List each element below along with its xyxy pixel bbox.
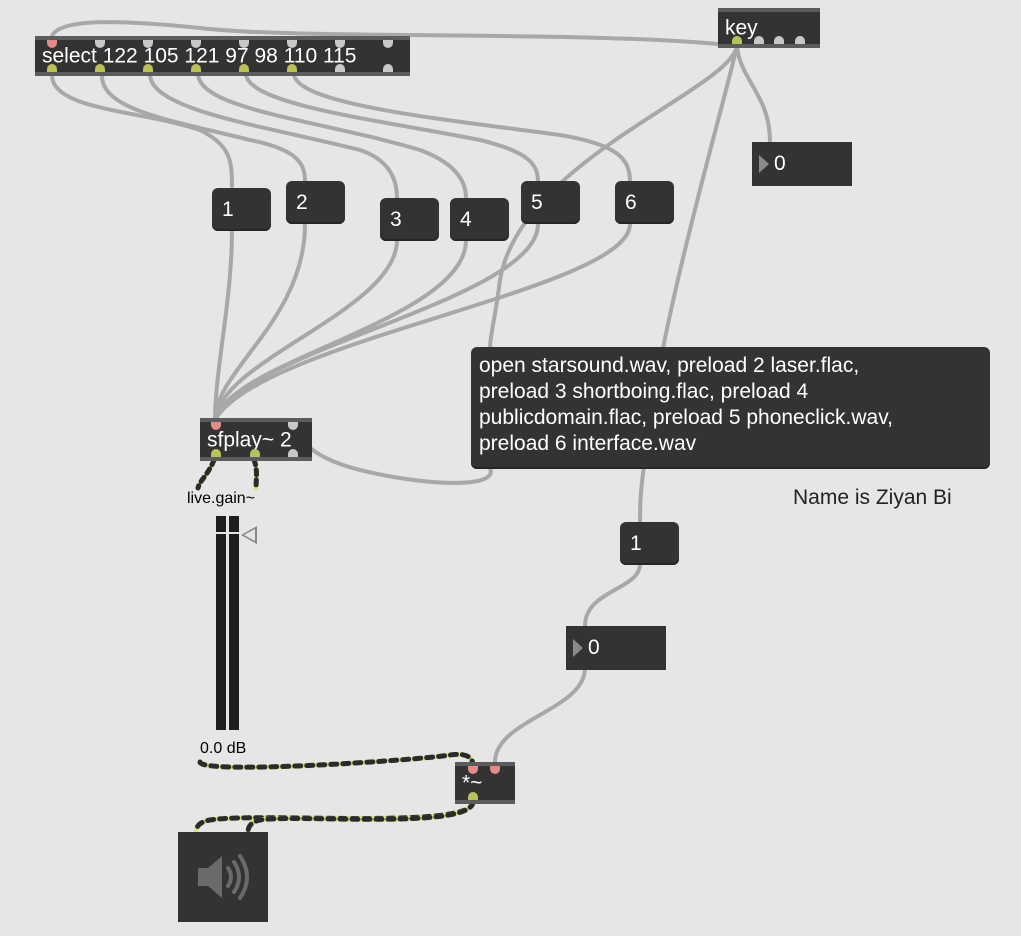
cord xyxy=(213,222,307,422)
message-text: 1 xyxy=(630,531,642,555)
number-value: 0 xyxy=(588,636,600,659)
inlet[interactable] xyxy=(287,40,297,48)
cord xyxy=(213,238,399,422)
gain-label: live.gain~ xyxy=(187,490,256,507)
outlet[interactable] xyxy=(143,64,153,72)
object-text: select 122 105 121 97 98 110 115 xyxy=(42,44,357,68)
message-text: 2 xyxy=(296,190,308,214)
outlet[interactable] xyxy=(795,36,805,44)
inlet[interactable] xyxy=(468,766,478,774)
object-text: key xyxy=(725,16,758,40)
multiply-signal-object[interactable]: *~ xyxy=(455,762,515,804)
inlet[interactable] xyxy=(47,40,57,48)
gain-meter[interactable] xyxy=(216,516,239,730)
inlet[interactable] xyxy=(383,40,393,48)
open-preload-message[interactable]: open starsound.wav, preload 2 laser.flac… xyxy=(471,347,990,469)
message-text: open starsound.wav, preload 2 laser.flac… xyxy=(479,354,894,455)
message-box-5[interactable]: 5 xyxy=(521,181,580,224)
message-text: 4 xyxy=(460,207,472,231)
inlet[interactable] xyxy=(335,40,345,48)
outlet[interactable] xyxy=(191,64,201,72)
outlet[interactable] xyxy=(287,64,297,72)
cord xyxy=(735,44,772,144)
outlet[interactable] xyxy=(754,36,764,44)
outlet[interactable] xyxy=(335,64,345,72)
gain-value: 0.0 dB xyxy=(200,740,247,757)
key-number-box[interactable]: 0 xyxy=(752,142,852,186)
outlet[interactable] xyxy=(383,64,393,72)
cord xyxy=(99,72,307,184)
gain-number-box[interactable]: 0 xyxy=(566,626,666,670)
cord xyxy=(213,222,540,422)
outlet[interactable] xyxy=(732,36,742,44)
cord xyxy=(493,666,587,764)
cord xyxy=(196,72,468,200)
inlet[interactable] xyxy=(490,766,500,774)
inlet[interactable] xyxy=(143,40,153,48)
cord xyxy=(583,562,642,628)
outlet[interactable] xyxy=(239,64,249,72)
outlet[interactable] xyxy=(288,449,298,457)
object-text: *~ xyxy=(462,771,483,795)
object-text: sfplay~ 2 xyxy=(207,428,292,451)
message-text: 6 xyxy=(625,190,637,214)
cord xyxy=(244,72,540,184)
sfplay-object[interactable]: sfplay~ 2 xyxy=(200,418,312,461)
inlet[interactable] xyxy=(95,40,105,48)
signal-outlet[interactable] xyxy=(211,449,221,457)
cord xyxy=(292,72,632,184)
cord xyxy=(638,44,739,524)
message-box-one-lower[interactable]: 1 xyxy=(620,522,679,565)
message-text: 1 xyxy=(222,197,234,221)
inlet[interactable] xyxy=(191,40,201,48)
key-object[interactable]: key xyxy=(718,8,820,48)
message-text: 3 xyxy=(390,207,402,231)
inlet[interactable] xyxy=(211,422,221,430)
message-box-6[interactable]: 6 xyxy=(615,181,674,224)
inlet[interactable] xyxy=(288,422,298,430)
inlet[interactable] xyxy=(239,40,249,48)
cord xyxy=(213,228,234,422)
message-text: 5 xyxy=(531,190,543,214)
number-value: 0 xyxy=(774,152,786,175)
signal-outlet[interactable] xyxy=(250,449,260,457)
cord xyxy=(213,222,632,422)
triangle-icon xyxy=(759,155,769,173)
cord xyxy=(293,418,493,485)
message-box-4[interactable]: 4 xyxy=(450,198,509,241)
name-comment: Name is Ziyan Bi xyxy=(793,486,952,509)
outlet[interactable] xyxy=(47,64,57,72)
signal-outlet[interactable] xyxy=(468,792,478,800)
meter-divider xyxy=(226,516,229,730)
cord xyxy=(50,20,739,48)
gain-slider-handle[interactable] xyxy=(241,526,257,544)
triangle-icon xyxy=(573,639,583,657)
cord xyxy=(213,238,468,422)
ezdac-button[interactable] xyxy=(178,832,268,922)
zero-db-mark xyxy=(216,532,239,534)
speaker-icon xyxy=(198,854,249,900)
message-box-2[interactable]: 2 xyxy=(286,181,345,224)
outlet[interactable] xyxy=(774,36,784,44)
select-object[interactable]: select 122 105 121 97 98 110 115 xyxy=(35,36,410,76)
message-box-1[interactable]: 1 xyxy=(212,188,271,231)
cord xyxy=(148,72,399,200)
outlet[interactable] xyxy=(95,64,105,72)
message-box-3[interactable]: 3 xyxy=(380,198,439,241)
